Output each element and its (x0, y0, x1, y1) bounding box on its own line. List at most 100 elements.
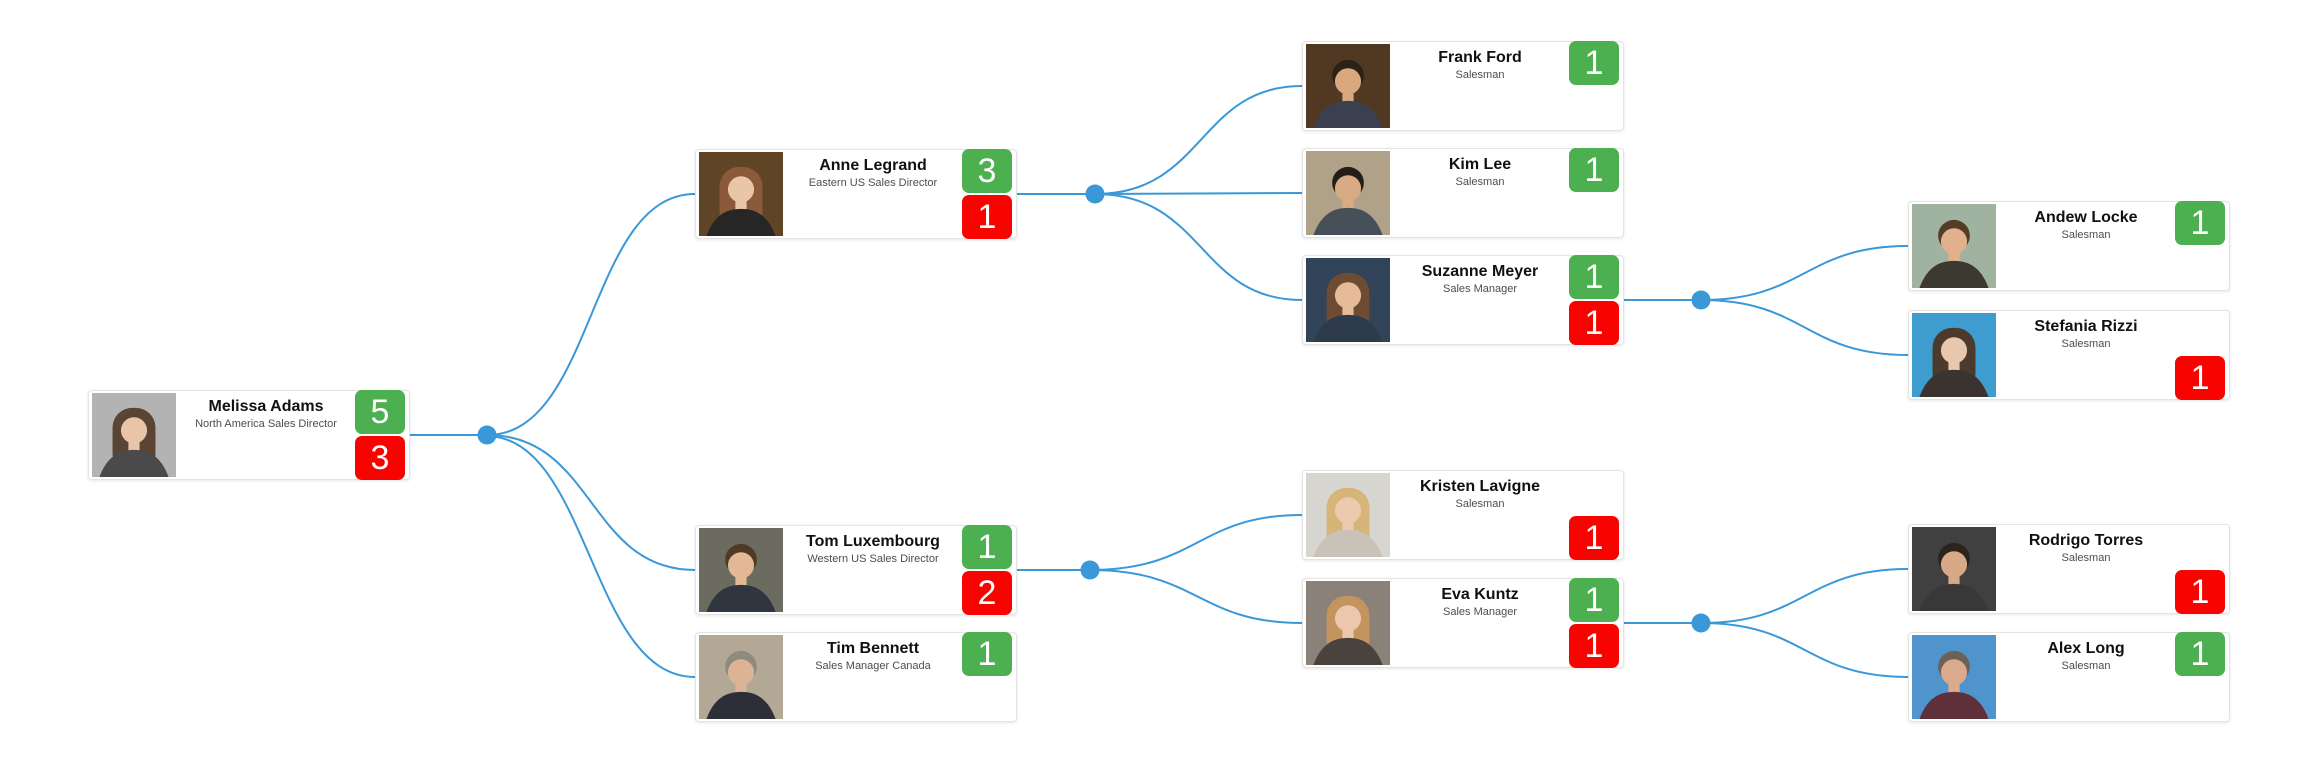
shoulders (1313, 314, 1383, 342)
profile-photo (1306, 581, 1390, 665)
employee-title: Salesman (2061, 338, 2111, 350)
org-node-rodrigo-torres[interactable]: Rodrigo Torres Salesman 1 (1908, 524, 2230, 614)
green-count-badge[interactable]: 1 (962, 632, 1012, 676)
connector-melissa-anne (486, 193, 696, 436)
org-node-suzanne-meyer[interactable]: Suzanne Meyer Sales Manager 1 1 (1302, 255, 1624, 345)
neck (128, 437, 140, 451)
junction-dot-eva[interactable] (1691, 613, 1711, 633)
connector-anne-suzanne (1094, 193, 1303, 301)
employee-title: Salesman (2061, 660, 2111, 672)
face (1334, 282, 1362, 309)
green-count-badge[interactable]: 1 (2175, 201, 2225, 245)
red-count-badge[interactable]: 1 (2175, 356, 2225, 400)
junction-dot-melissa[interactable] (477, 425, 497, 445)
employee-name: Kristen Lavigne (1419, 478, 1541, 495)
red-count-badge[interactable]: 1 (1569, 301, 1619, 345)
face (1334, 605, 1362, 632)
employee-name: Andew Locke (2034, 209, 2138, 226)
node-info: Tom Luxembourg Western US Sales Director (790, 532, 956, 566)
org-node-alex-long[interactable]: Alex Long Salesman 1 (1908, 632, 2230, 722)
neck (1342, 302, 1354, 316)
face (120, 417, 148, 444)
employee-name: Tim Bennett (826, 640, 920, 657)
green-count-badge[interactable]: 5 (355, 390, 405, 434)
employee-name: Rodrigo Torres (2028, 532, 2144, 549)
face (727, 176, 755, 203)
face (1940, 337, 1968, 364)
shoulders (99, 449, 169, 477)
shoulders (1919, 369, 1989, 397)
employee-name: Suzanne Meyer (1421, 263, 1539, 280)
profile-photo (1306, 258, 1390, 342)
green-count-badge[interactable]: 1 (1569, 41, 1619, 85)
green-count-badge[interactable]: 1 (1569, 255, 1619, 299)
junction-dot-anne[interactable] (1085, 184, 1105, 204)
profile-photo (1912, 527, 1996, 611)
red-count-badge[interactable]: 1 (962, 195, 1012, 239)
profile-photo (92, 393, 176, 477)
node-info: Alex Long Salesman (2003, 639, 2169, 673)
org-node-tom-luxembourg[interactable]: Tom Luxembourg Western US Sales Director… (695, 525, 1017, 615)
connector-suzanne-andew (1700, 245, 1909, 301)
neck (1948, 679, 1960, 693)
red-count-badge[interactable]: 2 (962, 571, 1012, 615)
node-info: Tim Bennett Sales Manager Canada (790, 639, 956, 673)
employee-title: Western US Sales Director (807, 553, 939, 565)
employee-name: Stefania Rizzi (2034, 318, 2138, 335)
profile-photo (1912, 204, 1996, 288)
face (727, 659, 755, 686)
shoulders (706, 584, 776, 612)
red-count-badge[interactable]: 3 (355, 436, 405, 480)
shoulders (706, 691, 776, 719)
neck (735, 679, 747, 693)
connector-tom-eva (1089, 569, 1303, 624)
connector-melissa-tim (486, 435, 696, 678)
connector-anne-frank (1094, 85, 1303, 195)
connector-tom-kristen (1089, 514, 1303, 571)
face (1334, 175, 1362, 202)
green-count-badge[interactable]: 1 (1569, 578, 1619, 622)
green-count-badge[interactable]: 1 (1569, 148, 1619, 192)
node-info: Eva Kuntz Sales Manager (1397, 585, 1563, 619)
org-node-andew-locke[interactable]: Andew Locke Salesman 1 (1908, 201, 2230, 291)
org-node-stefania-rizzi[interactable]: Stefania Rizzi Salesman 1 (1908, 310, 2230, 400)
employee-title: Salesman (2061, 229, 2111, 241)
red-count-badge[interactable]: 1 (2175, 570, 2225, 614)
red-count-badge[interactable]: 1 (1569, 516, 1619, 560)
org-node-tim-bennett[interactable]: Tim Bennett Sales Manager Canada 1 (695, 632, 1017, 722)
green-count-badge[interactable]: 1 (2175, 632, 2225, 676)
org-node-eva-kuntz[interactable]: Eva Kuntz Sales Manager 1 1 (1302, 578, 1624, 668)
face (1334, 497, 1362, 524)
green-count-badge[interactable]: 3 (962, 149, 1012, 193)
org-node-anne-legrand[interactable]: Anne Legrand Eastern US Sales Director 3… (695, 149, 1017, 239)
profile-photo (1306, 151, 1390, 235)
org-node-frank-ford[interactable]: Frank Ford Salesman 1 (1302, 41, 1624, 131)
employee-title: Sales Manager Canada (815, 660, 931, 672)
node-info: Rodrigo Torres Salesman (2003, 531, 2169, 565)
employee-name: Eva Kuntz (1441, 586, 1519, 603)
employee-title: Salesman (1455, 176, 1505, 188)
shoulders (706, 208, 776, 236)
red-count-badge[interactable]: 1 (1569, 624, 1619, 668)
face (727, 552, 755, 579)
face (1940, 659, 1968, 686)
node-info: Kristen Lavigne Salesman (1397, 477, 1563, 511)
org-node-kristen-lavigne[interactable]: Kristen Lavigne Salesman 1 (1302, 470, 1624, 560)
org-node-melissa-adams[interactable]: Melissa Adams North America Sales Direct… (88, 390, 410, 480)
connector-melissa-tom (486, 434, 696, 571)
face (1940, 551, 1968, 578)
neck (1342, 195, 1354, 209)
org-node-kim-lee[interactable]: Kim Lee Salesman 1 (1302, 148, 1624, 238)
junction-dot-suzanne[interactable] (1691, 290, 1711, 310)
shoulders (1919, 691, 1989, 719)
employee-title: North America Sales Director (195, 418, 337, 430)
green-count-badge[interactable]: 1 (962, 525, 1012, 569)
node-info: Stefania Rizzi Salesman (2003, 317, 2169, 351)
profile-photo (1306, 473, 1390, 557)
shoulders (1313, 100, 1383, 128)
employee-name: Frank Ford (1438, 49, 1522, 66)
shoulders (1919, 260, 1989, 288)
employee-name: Kim Lee (1448, 156, 1512, 173)
junction-dot-tom[interactable] (1080, 560, 1100, 580)
